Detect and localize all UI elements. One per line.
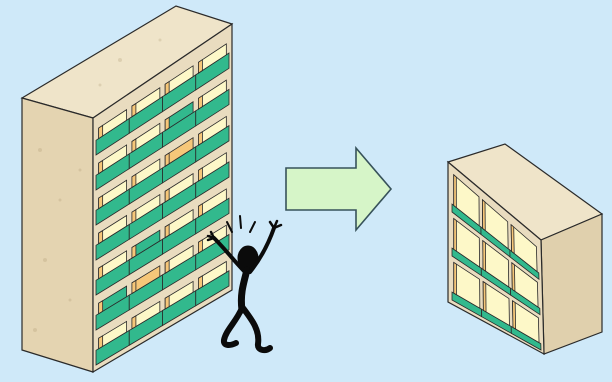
- cell-divider: [99, 231, 103, 244]
- cell-divider: [132, 280, 136, 293]
- cell-divider: [483, 241, 486, 271]
- cell-divider: [99, 125, 103, 138]
- cell-divider: [198, 132, 202, 145]
- cell-divider: [454, 175, 457, 208]
- cell-divider: [482, 200, 485, 231]
- cell-divider: [165, 224, 169, 237]
- cell-divider: [165, 82, 169, 95]
- cell-divider: [198, 96, 202, 109]
- cell-divider: [165, 296, 169, 309]
- cell-divider: [198, 276, 202, 289]
- cell-divider: [132, 210, 136, 223]
- cell-divider: [511, 225, 514, 254]
- cell-divider: [513, 301, 516, 329]
- cell-divider: [198, 240, 202, 253]
- cell-divider: [99, 301, 103, 314]
- cell-divider: [99, 266, 103, 279]
- cell-divider: [99, 160, 103, 173]
- cell-divider: [454, 219, 457, 251]
- cell-divider: [198, 204, 202, 217]
- cell-divider: [198, 168, 202, 181]
- cell-divider: [165, 117, 169, 130]
- cell-divider: [198, 60, 202, 73]
- cell-divider: [132, 245, 136, 258]
- cell-divider: [165, 260, 169, 273]
- cell-divider: [165, 189, 169, 202]
- cell-divider: [165, 153, 169, 166]
- cell-divider: [132, 139, 136, 152]
- cell-divider: [99, 336, 103, 349]
- cell-divider: [483, 282, 486, 312]
- cell-divider: [132, 104, 136, 117]
- cell-divider: [512, 263, 515, 291]
- cell-divider: [132, 316, 136, 329]
- cell-divider: [454, 262, 457, 294]
- cell-divider: [99, 196, 103, 209]
- cell-divider: [132, 174, 136, 187]
